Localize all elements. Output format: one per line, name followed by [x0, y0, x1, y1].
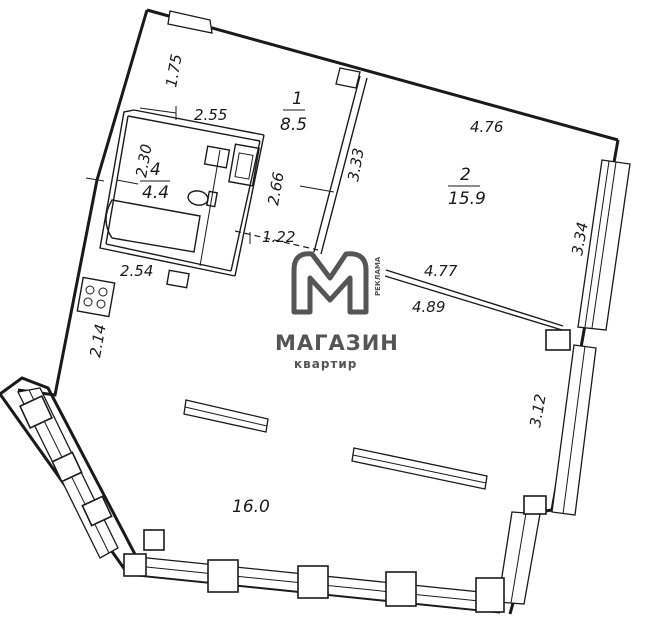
room-2-number: 2	[460, 165, 471, 185]
room-4-area: 4.4	[142, 183, 169, 203]
dim-2-30: 2.30	[132, 143, 156, 179]
bathtub-icon	[105, 199, 201, 253]
fixtures	[76, 143, 260, 318]
sink-icon	[203, 145, 231, 169]
dim-4-76: 4.76	[470, 118, 503, 136]
dimension-labels: 1.75 2.55 2.30 2.66 3.33 1.22 4.76 3.34 …	[86, 53, 592, 429]
dim-3-33: 3.33	[344, 147, 368, 183]
logo-m-icon	[291, 251, 369, 315]
room-1-number: 1	[292, 89, 303, 109]
room-2-label: 2 15.9	[448, 165, 486, 209]
brand-title: МАГАЗИН	[275, 331, 399, 355]
stove-icon	[76, 276, 116, 318]
dimension-lines	[85, 106, 335, 244]
room-1-area: 8.5	[280, 115, 307, 135]
interior-walls	[99, 67, 564, 331]
balcony-columns	[18, 329, 571, 613]
washer-icon	[228, 143, 260, 187]
dim-1-75: 1.75	[162, 53, 186, 89]
watermark-logo: РЕКЛАМА МАГАЗИН квартир	[275, 251, 399, 371]
toilet-icon	[187, 190, 209, 206]
dim-2-66: 2.66	[264, 171, 288, 207]
dim-3-34: 3.34	[568, 221, 592, 257]
brand-subtitle: квартир	[294, 357, 357, 371]
room-2-area: 15.9	[448, 189, 486, 209]
dim-1-22: 1.22	[262, 228, 295, 246]
room-1-label: 1 8.5	[280, 89, 307, 135]
dim-2-54: 2.54	[120, 262, 153, 280]
ad-label: РЕКЛАМА	[374, 256, 382, 296]
room-main-area: 16.0	[232, 497, 270, 517]
room-4-number: 4	[150, 160, 161, 180]
dim-4-77: 4.77	[424, 262, 458, 280]
dim-2-55: 2.55	[194, 106, 227, 124]
dim-2-14: 2.14	[86, 323, 110, 359]
dim-4-89: 4.89	[412, 298, 445, 316]
room-4-label: 4 4.4	[140, 160, 170, 203]
room-labels: 1 8.5 2 15.9 4 4.4 16.0	[140, 89, 486, 517]
dim-3-12: 3.12	[526, 393, 550, 429]
